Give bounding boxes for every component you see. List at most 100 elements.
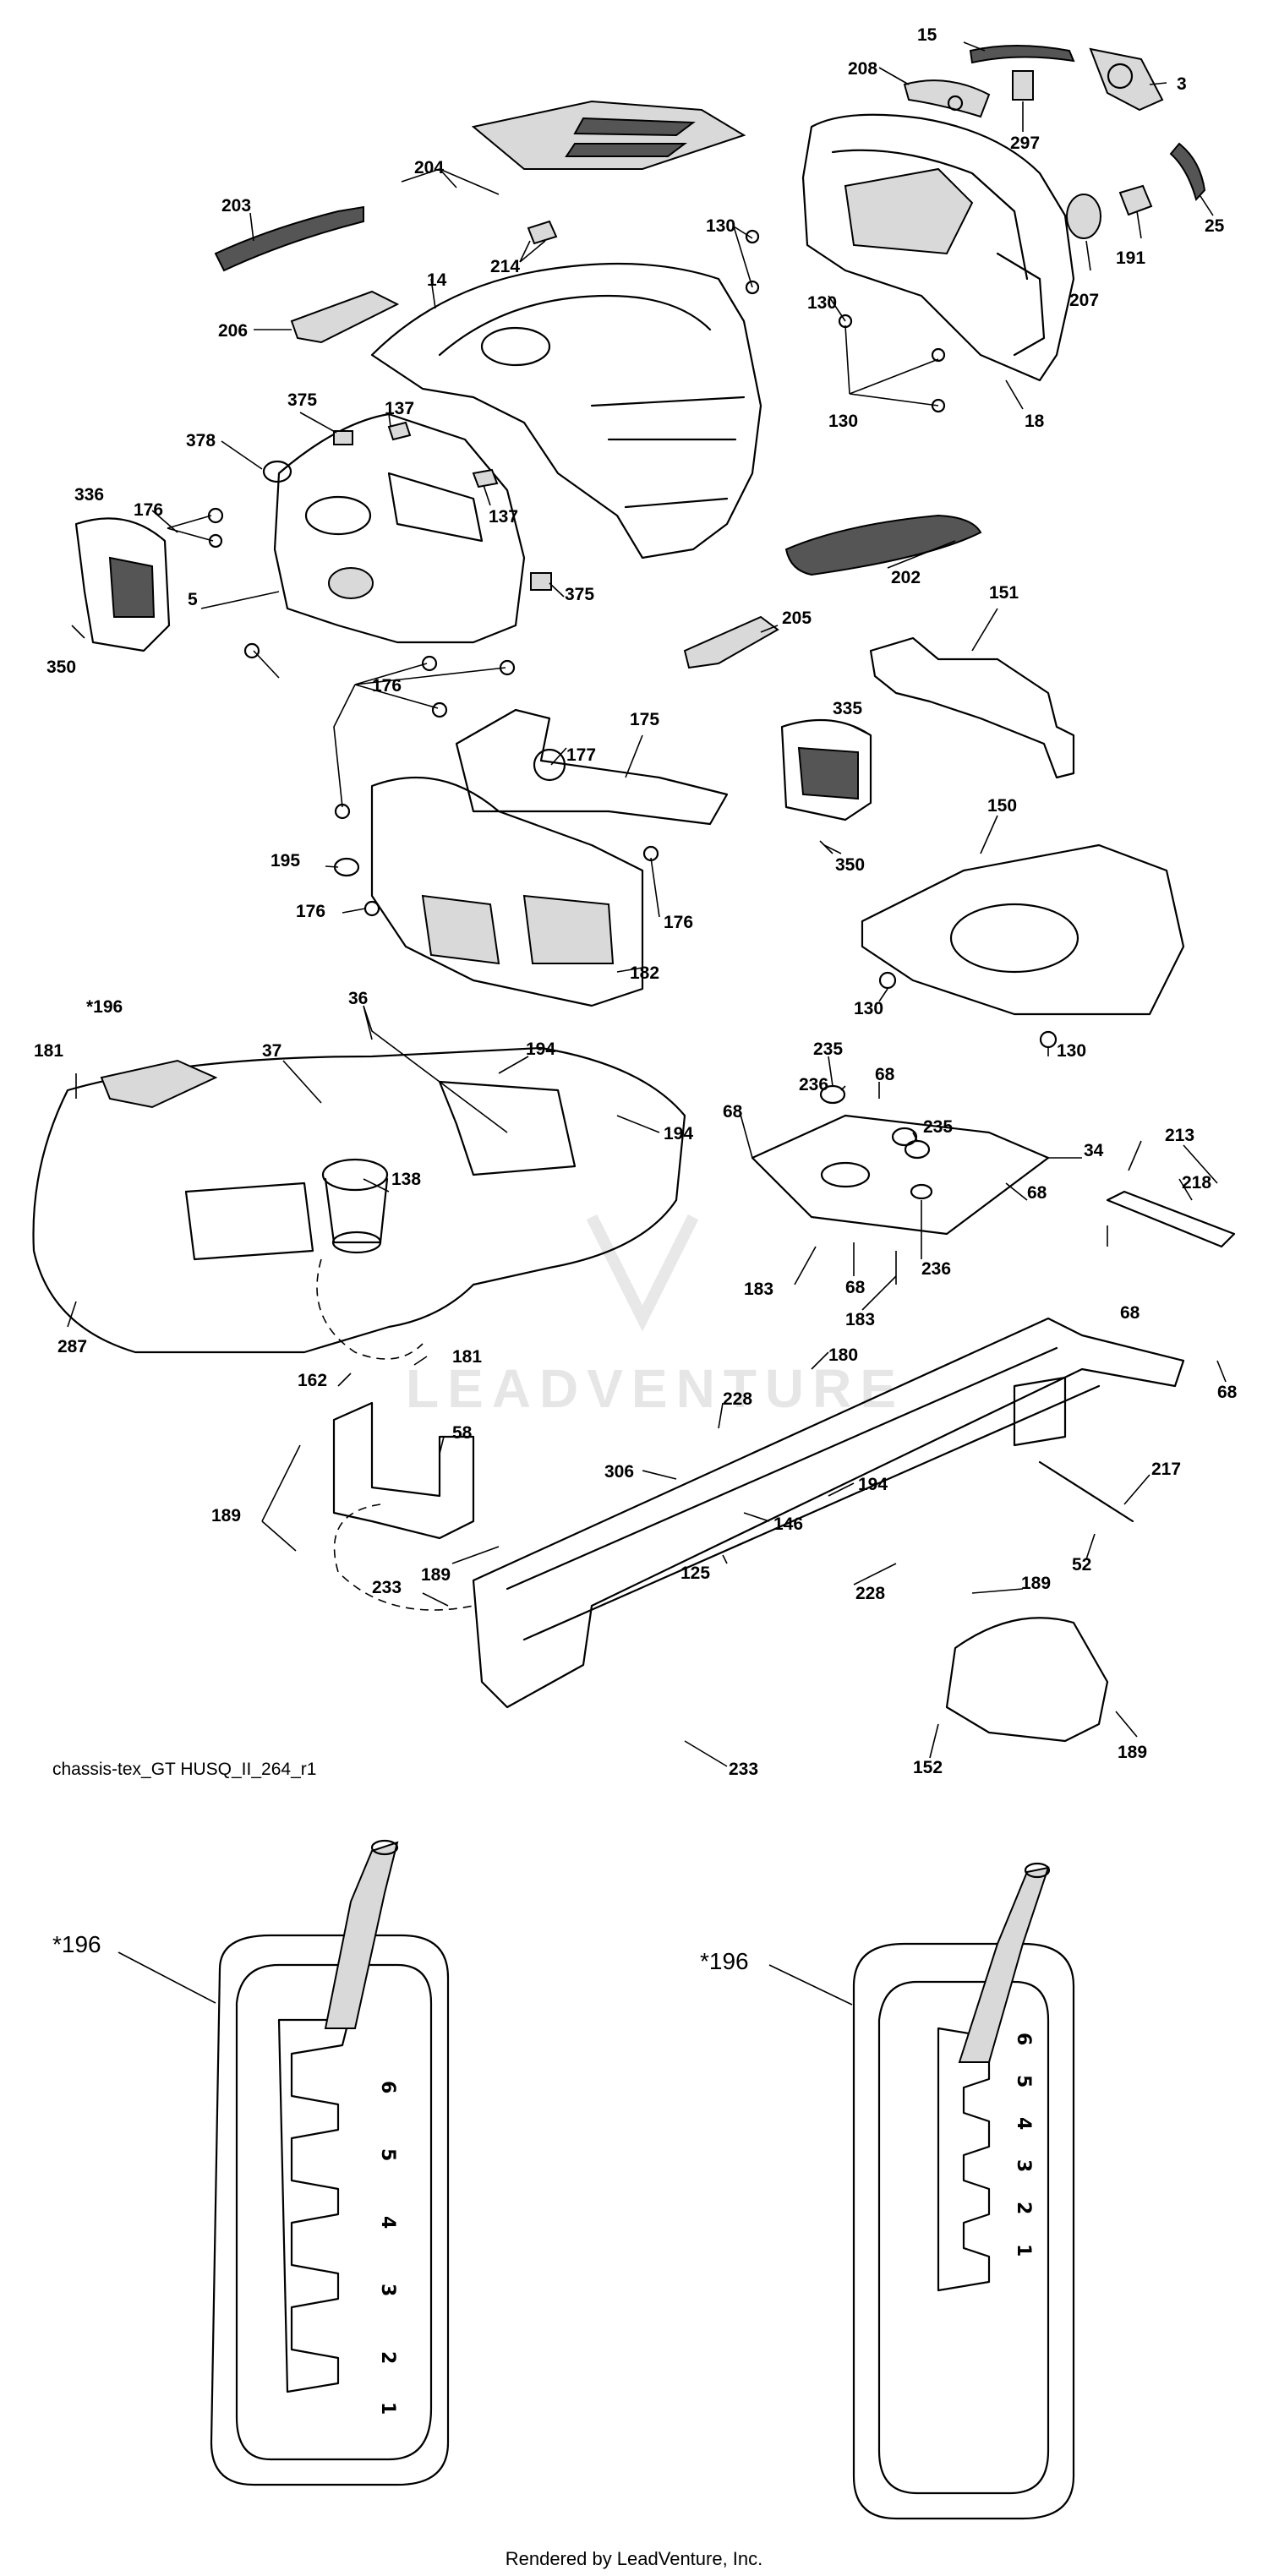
callout-c48: 236 (799, 1075, 828, 1094)
detail-left-gear-4: 2 (377, 2351, 398, 2364)
part-214 (527, 220, 558, 245)
callout-c49: 68 (875, 1065, 895, 1084)
callout-c45: 194 (526, 1040, 555, 1059)
callout-c1: 15 (917, 25, 937, 45)
callout-c30: 175 (630, 710, 659, 729)
part-152 (945, 1617, 1109, 1743)
callout-labels: 1520832972042032141301302519120714206130… (34, 25, 1238, 1779)
part-25 (1169, 142, 1206, 202)
part-297 (1012, 70, 1034, 101)
callout-c22: 176 (134, 500, 163, 520)
callout-c42: 36 (348, 989, 368, 1008)
callout-c43: 181 (34, 1041, 63, 1061)
callout-c39: 130 (854, 999, 883, 1018)
callout-c4: 297 (1010, 134, 1040, 153)
callout-c66: 68 (1217, 1383, 1238, 1402)
callout-c6: 203 (221, 196, 251, 216)
callout-c37: 176 (664, 913, 693, 932)
watermark-text: LEADVENTURE (406, 1358, 905, 1419)
part-37 (32, 1046, 686, 1354)
part-180 (472, 1317, 1185, 1709)
detail-right-gear-4: 2 (1013, 2202, 1034, 2214)
callout-c56: 68 (1027, 1183, 1047, 1203)
callout-c52: 213 (1165, 1126, 1194, 1145)
callout-c54: 34 (1084, 1141, 1104, 1160)
callout-c19: 378 (186, 431, 216, 450)
callout-c13: 14 (427, 270, 447, 290)
callout-c36: 176 (296, 902, 325, 921)
part-15 (969, 45, 1075, 64)
callout-c40: 130 (1057, 1041, 1086, 1061)
part-58 (332, 1401, 475, 1540)
footer-credit: Rendered by LeadVenture, Inc. (506, 2548, 763, 2569)
callout-c70: 306 (604, 1462, 634, 1482)
callout-c55: 218 (1182, 1173, 1211, 1192)
part-150 (861, 843, 1185, 1016)
callout-c8: 130 (706, 216, 735, 236)
callout-c67: 228 (723, 1389, 752, 1409)
callout-c24: 5 (188, 590, 198, 609)
callout-c16: 18 (1025, 412, 1045, 431)
detail-right-label: *196 (700, 1948, 749, 1974)
callout-c80: 189 (1118, 1743, 1147, 1762)
callout-c21: 336 (74, 485, 104, 505)
part-151 (869, 636, 1075, 779)
part-375a (333, 430, 353, 445)
callout-c77: 228 (855, 1584, 885, 1603)
callout-c23: 202 (891, 568, 921, 587)
part-207 (1066, 194, 1101, 239)
detail-left-label: *196 (52, 1931, 101, 1957)
callout-c15: 130 (828, 412, 858, 431)
detail-right-shift-plate: *196 6 5 4 3 2 1 (700, 1862, 1075, 2520)
callout-c51: 235 (923, 1117, 953, 1137)
hood-assembly (214, 45, 1206, 669)
callout-c65: 180 (828, 1345, 858, 1365)
callout-c18: 137 (385, 399, 414, 418)
callout-c53: 138 (391, 1170, 421, 1189)
part-335 (780, 718, 872, 821)
callout-c78: 189 (1021, 1574, 1051, 1593)
callout-c27: 205 (782, 609, 812, 628)
callout-c35: 350 (835, 855, 865, 875)
diagram-caption: chassis-tex_GT HUSQ_II_264_r1 (52, 1760, 316, 1779)
dash-assembly (71, 229, 1185, 1049)
callout-c32: 177 (566, 745, 596, 765)
callout-c59: 236 (921, 1259, 951, 1279)
callout-c79: 233 (372, 1578, 402, 1597)
detail-right-gear-3: 3 (1013, 2159, 1034, 2172)
detail-right-gear-5: 1 (1013, 2244, 1034, 2257)
watermark: LEADVENTURE (406, 1214, 905, 1419)
callout-c7: 214 (490, 257, 520, 276)
callout-c28: 151 (989, 583, 1019, 603)
callout-c34: 195 (271, 851, 300, 870)
detail-right-gear-2: 4 (1013, 2117, 1034, 2130)
part-14 (370, 262, 762, 559)
part-205 (683, 615, 779, 669)
callout-c73: 146 (773, 1514, 803, 1534)
detail-left-gear-2: 4 (377, 2216, 398, 2229)
callout-c17: 375 (287, 390, 317, 410)
callout-c60: 68 (845, 1278, 866, 1297)
part-336 (74, 517, 171, 652)
part-218 (1106, 1190, 1236, 1248)
callout-c62: 183 (845, 1310, 875, 1329)
callout-c68: 58 (452, 1423, 473, 1443)
part-203 (214, 205, 364, 272)
callout-c57: 287 (57, 1337, 87, 1356)
callout-c76: 189 (421, 1565, 451, 1585)
callout-c26: 350 (46, 658, 76, 677)
callout-c69: 217 (1151, 1460, 1181, 1479)
callout-c5: 204 (414, 158, 444, 177)
callout-c41: *196 (86, 997, 123, 1017)
detail-left-gear-0: 6 (377, 2081, 398, 2093)
callout-c9: 130 (807, 293, 837, 313)
callout-c61: 68 (1120, 1303, 1140, 1323)
part-206 (290, 290, 400, 344)
part-3 (1089, 47, 1164, 112)
part-34 (751, 1114, 1050, 1236)
detail-right-gear-1: 5 (1013, 2075, 1034, 2088)
callout-c63: 181 (452, 1347, 482, 1367)
part-196 (100, 1059, 218, 1109)
callout-c72: 189 (211, 1506, 241, 1525)
callout-c33: 150 (987, 796, 1017, 816)
